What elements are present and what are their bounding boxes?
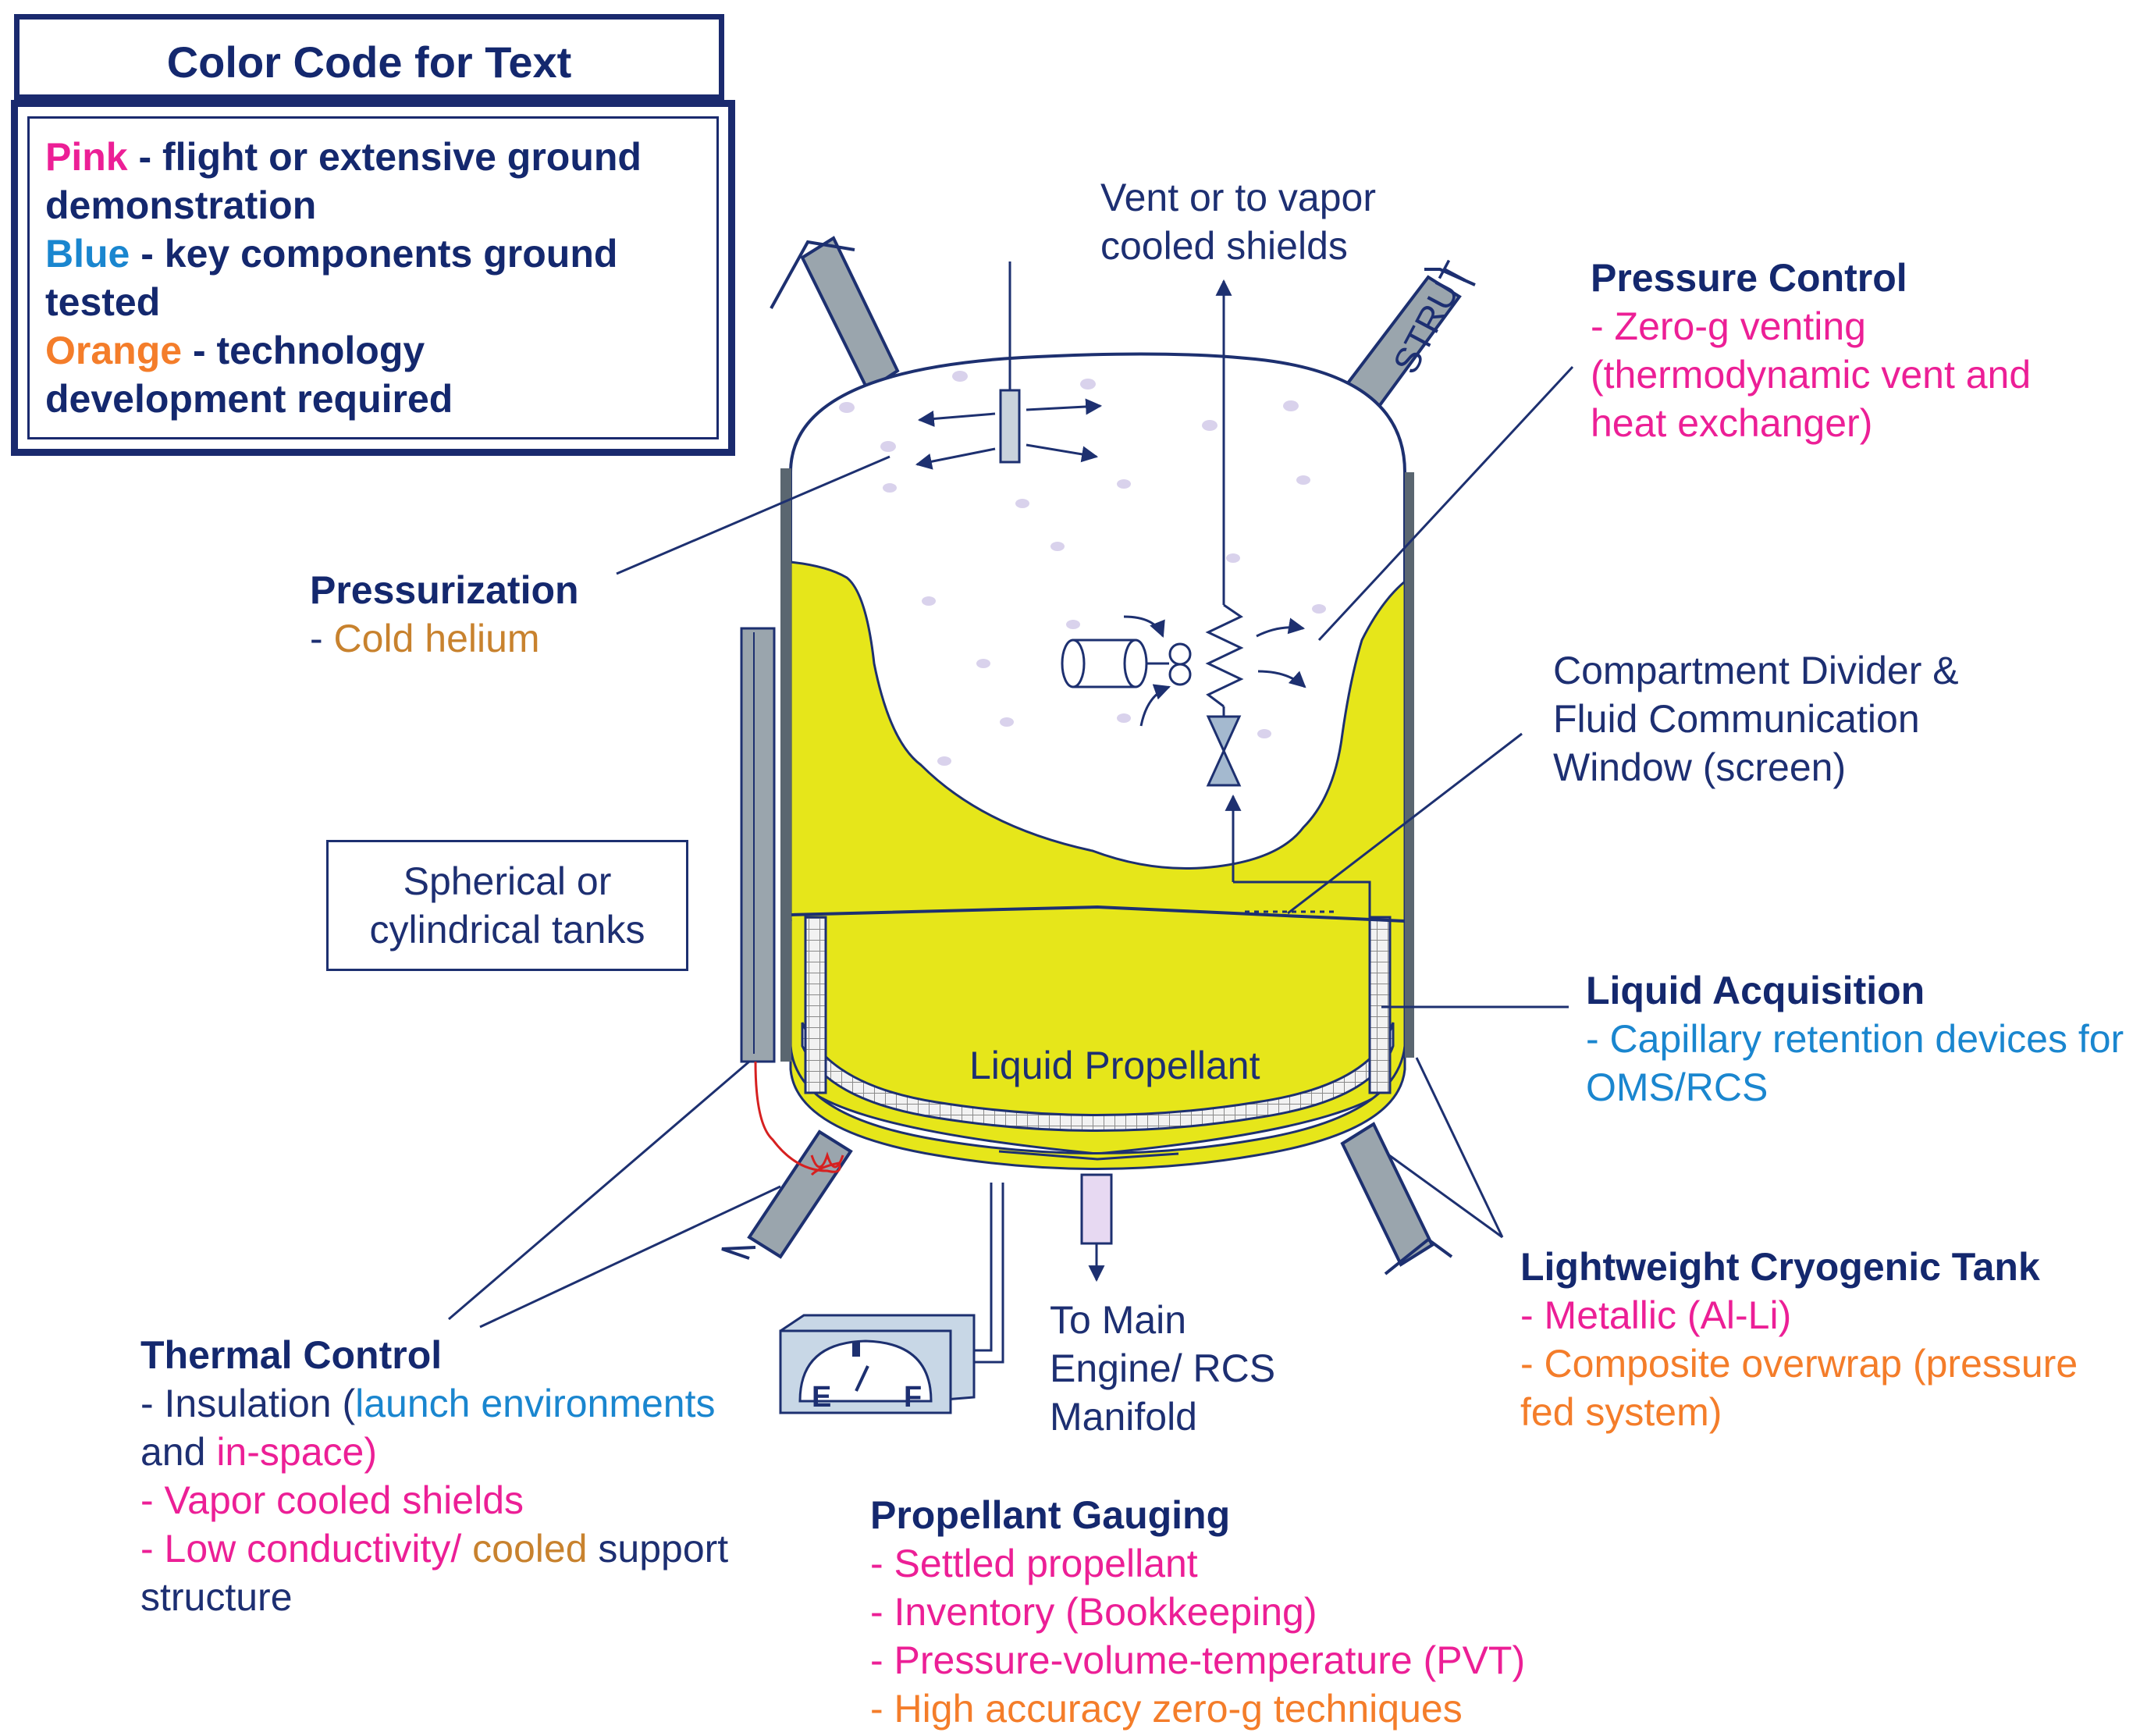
pressure-control-label: Pressure Control - Zero-g venting (therm… [1591,256,2032,445]
propellant-gauging-label: Propellant Gauging - Settled propellant … [870,1493,1526,1731]
outlet-manifold [972,1150,1179,1364]
tank-body [780,352,1414,1170]
thermodynamic-vent [1061,279,1371,917]
thermal-control-label: Thermal Control - Insulation (launch env… [140,1333,729,1619]
gauge-full-label: F [904,1381,922,1414]
legend-entries: Pink - flight or extensive ground demons… [45,133,642,423]
legend-entry-orange: Orange - technology [45,329,425,372]
insulation-shield [740,627,844,1176]
tank-shape-box: Spherical or cylindrical tanks [326,840,688,971]
pressurization-label: Pressurization - Cold helium [310,568,579,660]
helium-bubbles [839,371,1326,766]
liquid-propellant-fill [789,560,1406,1155]
strut-upper-left [770,236,900,393]
liquid-propellant-label: Liquid Propellant [969,1044,1260,1087]
fuel-gauge [779,1314,976,1414]
liquid-acquisition-label: Liquid Acquisition - Capillary retention… [1586,969,2124,1109]
legend-title-box: Color Code for Text [14,14,724,100]
lightweight-tank-label: Lightweight Cryogenic Tank - Metallic (A… [1520,1245,2078,1434]
legend-entry-blue: Blue - key components ground [45,232,618,276]
strut-lower-right [1340,1122,1453,1275]
legend-box [11,100,735,456]
vent-label: Vent or to vapor cooled shields [1100,176,1377,268]
gauge-empty-label: E [812,1381,832,1414]
leader-lines [448,365,1574,1329]
pressurization-diffuser [915,261,1103,470]
legend-entry-pink: Pink - flight or extensive ground [45,135,642,179]
legend-title: Color Code for Text [166,37,572,87]
to-main-engine-label: To Main Engine/ RCS Manifold [1050,1298,1276,1439]
strut-lower-left [721,1129,853,1260]
compartment-divider-label: Compartment Divider & Fluid Communicatio… [1553,649,1959,789]
